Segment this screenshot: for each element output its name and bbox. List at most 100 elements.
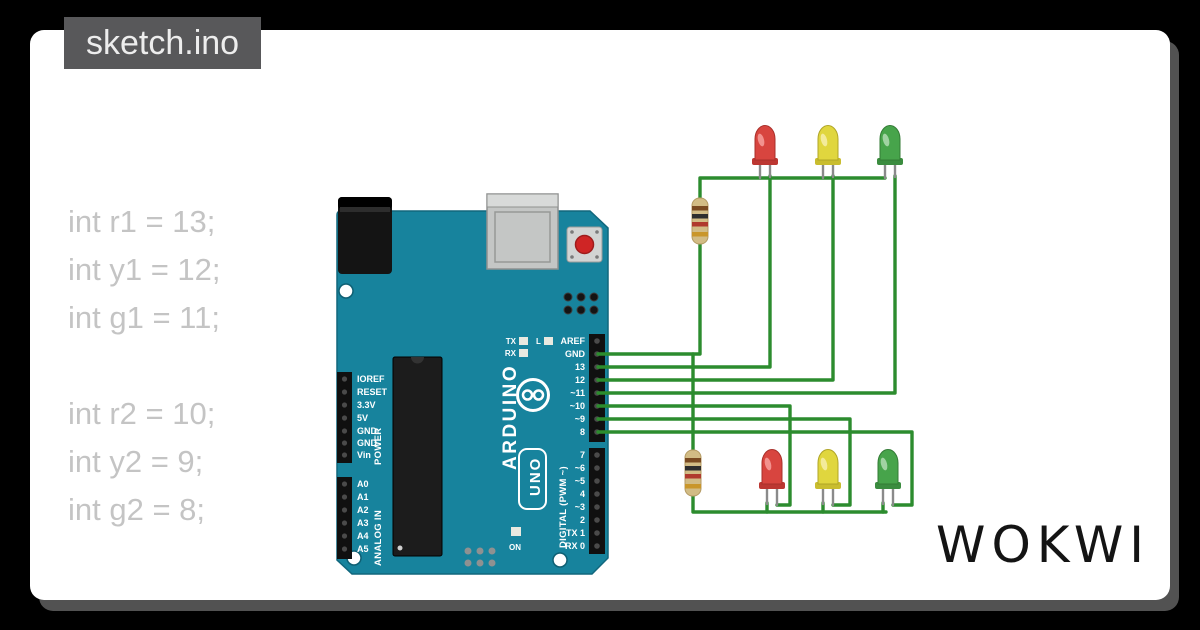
icsp-header — [563, 292, 599, 315]
pin-label: 12 — [575, 375, 585, 385]
led-yellow-2[interactable] — [815, 449, 841, 507]
led-highlight — [820, 457, 828, 471]
led-green-2[interactable] — [875, 449, 901, 507]
resistor-band — [685, 484, 701, 489]
code-line: int y2 = 9; — [68, 444, 204, 479]
led-highlight — [764, 457, 772, 471]
pin-label: RESET — [357, 387, 388, 397]
wire-pin8-green2[interactable] — [596, 430, 914, 507]
led-highlight — [880, 457, 888, 471]
analog-pin-labels: A0 A1 A2 A3 A4 A5 — [357, 479, 369, 554]
code-line: int y1 = 12; — [68, 252, 221, 287]
microcontroller-chip — [392, 356, 443, 557]
resistor-band — [692, 214, 708, 219]
pin-label: TX 1 — [566, 528, 585, 538]
reset-button[interactable] — [566, 226, 603, 263]
wire-pin10-red2[interactable] — [596, 404, 792, 507]
wire-pin12-yellow1[interactable] — [596, 174, 835, 382]
pin-label: 13 — [575, 362, 585, 372]
pin-label: A2 — [357, 505, 369, 515]
wokwi-logo-text: WOKWI — [936, 516, 1150, 574]
pin-label: A4 — [357, 531, 369, 541]
resistor-2[interactable] — [684, 449, 702, 497]
led-yellow-1[interactable] — [815, 125, 841, 180]
wire-cathode-rail-top[interactable] — [698, 176, 887, 202]
led-highlight — [757, 133, 765, 147]
wire-gnd-resistor1[interactable] — [596, 238, 702, 356]
analog-header[interactable] — [337, 477, 352, 559]
pin-label: A0 — [357, 479, 369, 489]
power-indicator: ON — [509, 527, 521, 552]
pin-label: ~9 — [575, 414, 585, 424]
analog-caption: ANALOG IN — [373, 510, 384, 566]
wire-pin9-yellow2[interactable] — [596, 417, 852, 507]
tx-led-icon — [519, 337, 528, 345]
pin-label: 2 — [580, 515, 585, 525]
led-red-1[interactable] — [752, 125, 778, 180]
uno-model-badge: UNO — [518, 448, 547, 510]
rx-led-icon — [519, 349, 528, 357]
mounting-hole — [552, 552, 568, 568]
resistor-1[interactable] — [691, 197, 709, 245]
resistor-band — [685, 458, 701, 463]
code-snippet: int r1 = 13; int y1 = 12; int g1 = 11; i… — [68, 198, 221, 534]
pin-label: A3 — [357, 518, 369, 528]
pin-label: ~5 — [575, 476, 585, 486]
l-led-icon — [544, 337, 553, 345]
wokwi-logo: WOKWI — [936, 516, 1150, 574]
pin-label: GND — [357, 438, 378, 448]
pin-label: A1 — [357, 492, 369, 502]
led-highlight — [820, 133, 828, 147]
led-body[interactable] — [754, 125, 776, 161]
arduino-uno-board[interactable]: AREF GND 13 12 ~11 ~10 ~9 8 7 ~6 ~5 4 ~3… — [336, 193, 609, 575]
led-body[interactable] — [817, 125, 839, 161]
arduino-infinity-logo-icon — [516, 378, 550, 412]
pin-label: 7 — [580, 450, 585, 460]
resistor-band — [685, 474, 701, 479]
pin-label: IOREF — [357, 374, 385, 384]
led-green-1[interactable] — [877, 125, 903, 180]
pin-label: RX 0 — [565, 541, 585, 551]
on-label: ON — [509, 543, 521, 552]
led-red-2[interactable] — [759, 449, 785, 507]
resistor-band — [692, 206, 708, 211]
power-jack — [338, 197, 392, 274]
file-tab[interactable]: sketch.ino — [64, 17, 262, 69]
serial-leds: TX RX L — [505, 337, 553, 358]
uno-model-text: UNO — [527, 457, 544, 496]
pin-label: ~10 — [570, 401, 585, 411]
led-highlight — [882, 133, 890, 147]
led-body[interactable] — [761, 449, 783, 485]
led-body[interactable] — [879, 125, 901, 161]
digital-pin-labels: AREF GND 13 12 ~11 ~10 ~9 8 7 ~6 ~5 4 ~3… — [561, 336, 586, 551]
pin-label: ~6 — [575, 463, 585, 473]
wire-pin13-red1[interactable] — [596, 174, 772, 369]
digital-caption: DIGITAL (PWM ~) — [558, 466, 569, 548]
pin-label: ~3 — [575, 502, 585, 512]
led-body[interactable] — [877, 449, 899, 485]
resistor-band — [692, 222, 708, 227]
code-line: int g1 = 11; — [68, 300, 220, 335]
resistor-body[interactable] — [684, 449, 702, 497]
pin-label: A5 — [357, 544, 369, 554]
led-body[interactable] — [817, 449, 839, 485]
power-header[interactable] — [337, 372, 352, 463]
resistor-body[interactable] — [691, 197, 709, 245]
on-led-icon — [511, 527, 521, 536]
code-line: int r2 = 10; — [68, 396, 216, 431]
pin-label: 4 — [580, 489, 585, 499]
code-line: int g2 = 8; — [68, 492, 206, 527]
reset-button-cap[interactable] — [574, 234, 595, 255]
pin-label: ~11 — [570, 388, 585, 398]
wires — [596, 174, 914, 514]
aux-header — [464, 547, 496, 567]
power-pin-labels: IOREF RESET 3.3V 5V GND GND Vin — [357, 374, 388, 460]
code-line — [68, 342, 221, 390]
pin-label: GND — [357, 426, 378, 436]
wire-pin11-green1[interactable] — [596, 174, 897, 395]
usb-connector — [486, 193, 559, 270]
file-tab-label: sketch.ino — [86, 23, 240, 62]
mounting-hole — [338, 283, 354, 299]
pin-label: AREF — [561, 336, 586, 346]
